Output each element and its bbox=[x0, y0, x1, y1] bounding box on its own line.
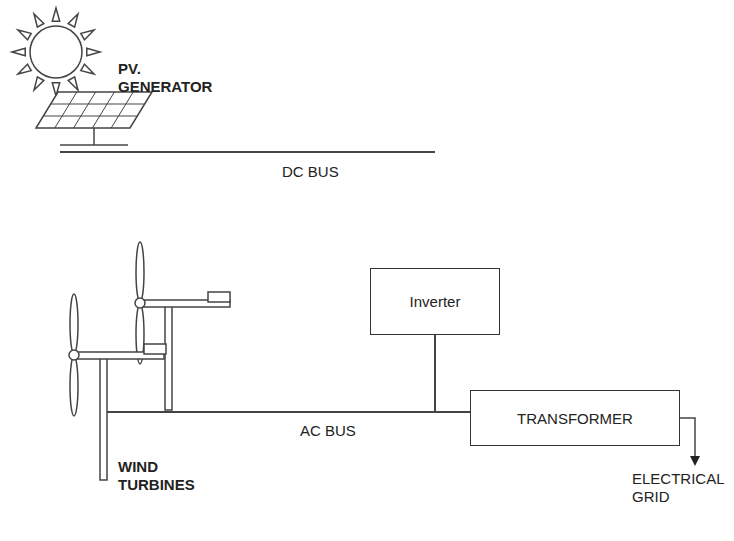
ac-bus bbox=[105, 411, 437, 413]
inverter-box: Inverter bbox=[370, 268, 500, 335]
grid-connection bbox=[680, 418, 695, 458]
component-label: PV. GENERATOR bbox=[118, 60, 212, 96]
wind-turbine bbox=[135, 242, 230, 410]
component-label: WIND TURBINES bbox=[118, 458, 195, 494]
dc-bus bbox=[60, 151, 435, 153]
transformer-box: TRANSFORMER bbox=[470, 390, 680, 446]
bus-label: DC BUS bbox=[282, 163, 339, 181]
box-text: TRANSFORMER bbox=[517, 410, 633, 427]
bus-label: AC BUS bbox=[300, 422, 356, 440]
component-label: ELECTRICAL GRID bbox=[632, 470, 724, 506]
sun bbox=[30, 26, 82, 78]
connector bbox=[435, 335, 470, 412]
pv-panel bbox=[36, 92, 152, 128]
sun-rays bbox=[12, 8, 100, 96]
wind-turbine bbox=[69, 294, 166, 480]
box-text: Inverter bbox=[410, 293, 461, 310]
